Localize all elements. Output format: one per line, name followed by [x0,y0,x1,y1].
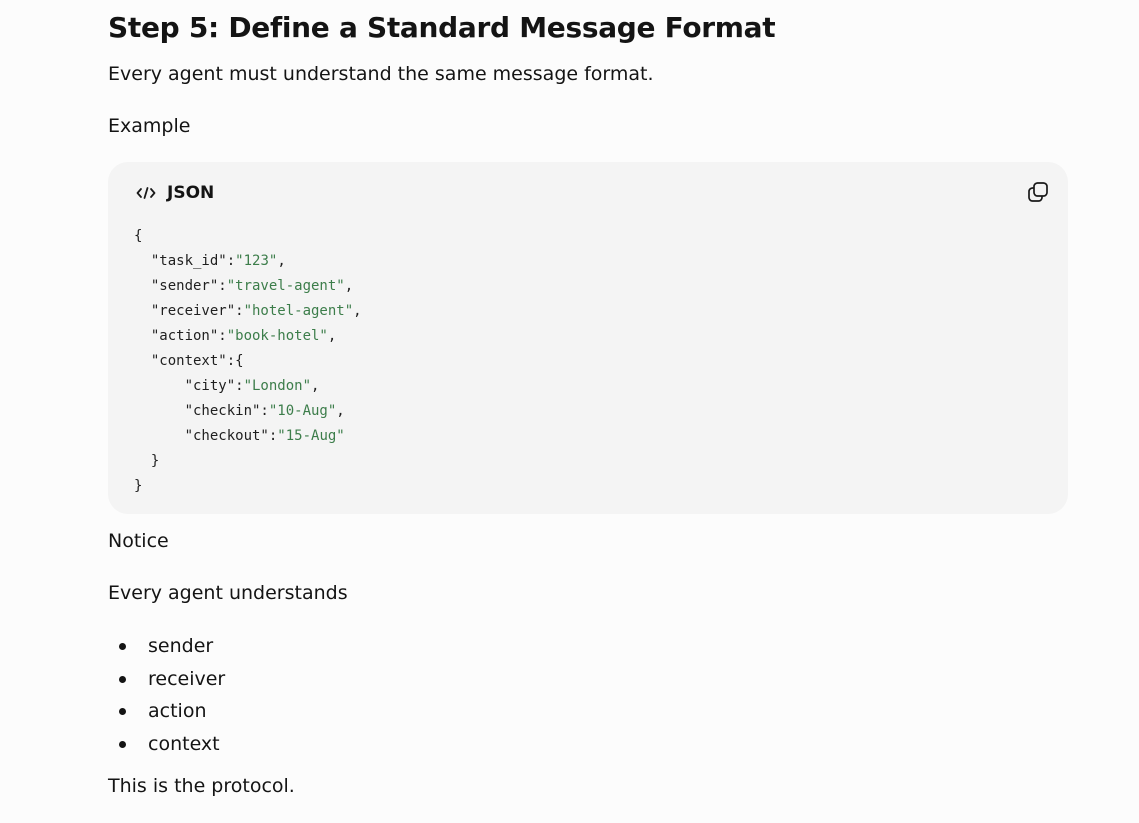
list-item: context [108,730,225,763]
code-string-token: "15-Aug" [277,428,345,444]
code-token: , [311,378,320,394]
code-token: "action": [134,328,227,344]
example-label: Example [108,115,191,137]
list-item-text: receiver [148,667,226,690]
list-item-text: action [148,700,207,722]
code-token: "context":{ [134,353,244,369]
code-token: , [277,253,286,269]
code-line: "sender":"travel-agent", [134,274,362,299]
intro-paragraph: Every agent must understand the same mes… [108,63,654,85]
code-string-token: "London" [243,378,312,394]
list-item: receiver [108,665,225,698]
list-intro: Every agent understands [108,582,348,604]
code-line: { [134,224,362,249]
code-token: , [327,328,337,344]
code-string-token: "travel-agent" [226,278,345,294]
code-line: "task_id":"123", [134,249,362,274]
notice-label: Notice [108,530,169,552]
code-token: } [134,478,143,494]
section-heading: Step 5: Define a Standard Message Format [108,11,776,44]
code-token: "checkin": [134,403,269,419]
list-item-text: sender [148,635,214,657]
code-token: , [336,403,345,419]
list-item: sender [108,632,225,665]
bullet-list: sender receiver action context [108,632,225,762]
code-block: JSON { "task_id":"123", "sender":"travel… [108,162,1068,514]
conclusion-paragraph: This is the protocol. [108,775,295,797]
code-line: "action":"book-hotel", [134,324,362,349]
code-line: "checkin":"10-Aug", [134,399,362,424]
code-token: "sender": [134,278,227,294]
list-item: action [108,697,225,730]
code-string-token: "10-Aug" [268,403,337,419]
copy-code-button[interactable] [1026,180,1050,204]
bullet-dot [119,643,126,650]
bullet-dot [119,740,126,748]
code-content: { "task_id":"123", "sender":"travel-agen… [134,224,362,499]
code-line: } [134,474,362,499]
code-icon [135,182,157,204]
bullet-dot [119,675,126,683]
code-line: "context":{ [134,349,362,374]
code-token: "receiver": [134,303,244,319]
code-string-token: "123" [235,253,278,269]
code-token: "city": [134,378,244,394]
code-token: "checkout": [134,428,278,444]
code-language-label: JSON [167,183,215,203]
code-token: , [353,303,362,319]
code-token: , [344,278,354,294]
code-line: } [134,449,362,474]
code-line: "checkout":"15-Aug" [134,424,362,449]
code-block-header: JSON [135,180,214,206]
code-token: { [134,228,143,244]
code-line: "city":"London", [134,374,362,399]
copy-icon [1028,182,1048,202]
bullet-dot [119,708,126,715]
code-token: } [134,453,160,469]
code-string-token: "book-hotel" [226,328,328,344]
code-token: "task_id": [134,253,236,269]
list-item-text: context [148,732,220,755]
code-string-token: "hotel-agent" [243,303,354,319]
code-line: "receiver":"hotel-agent", [134,299,362,324]
